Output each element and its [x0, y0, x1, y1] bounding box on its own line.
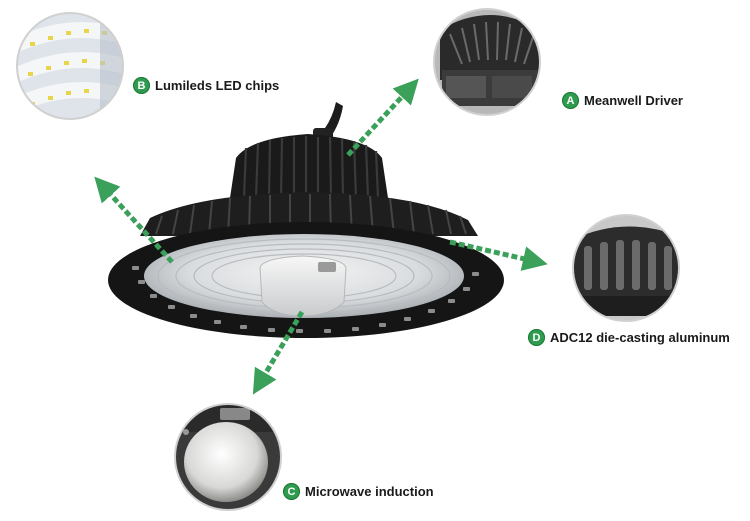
detail-microwave-sensor	[174, 403, 282, 511]
badge-c: C	[283, 483, 300, 500]
arrow-to-d	[449, 239, 548, 271]
badge-a: A	[562, 92, 579, 109]
callout-label-b: Lumileds LED chips	[155, 78, 280, 93]
detail-driver	[433, 8, 541, 116]
callout-label-c: Microwave induction	[305, 484, 434, 499]
arrow-to-a	[346, 78, 419, 157]
badge-d: D	[528, 329, 545, 346]
callout-die-casting: D ADC12 die-casting aluminum	[528, 329, 730, 346]
detail-die-cast-fins	[572, 214, 680, 322]
high-bay-lamp	[108, 102, 504, 338]
callout-driver: A Meanwell Driver	[562, 92, 683, 109]
callout-label-a: Meanwell Driver	[584, 93, 683, 108]
heatsink-top	[230, 134, 388, 198]
detail-led-chips	[16, 12, 124, 120]
callout-label-d: ADC12 die-casting aluminum	[550, 330, 730, 345]
callout-led-chips: B Lumileds LED chips	[133, 77, 279, 94]
badge-b: B	[133, 77, 150, 94]
callout-arrows	[94, 78, 548, 395]
arrow-to-c	[252, 310, 305, 395]
callout-microwave: C Microwave induction	[283, 483, 434, 500]
